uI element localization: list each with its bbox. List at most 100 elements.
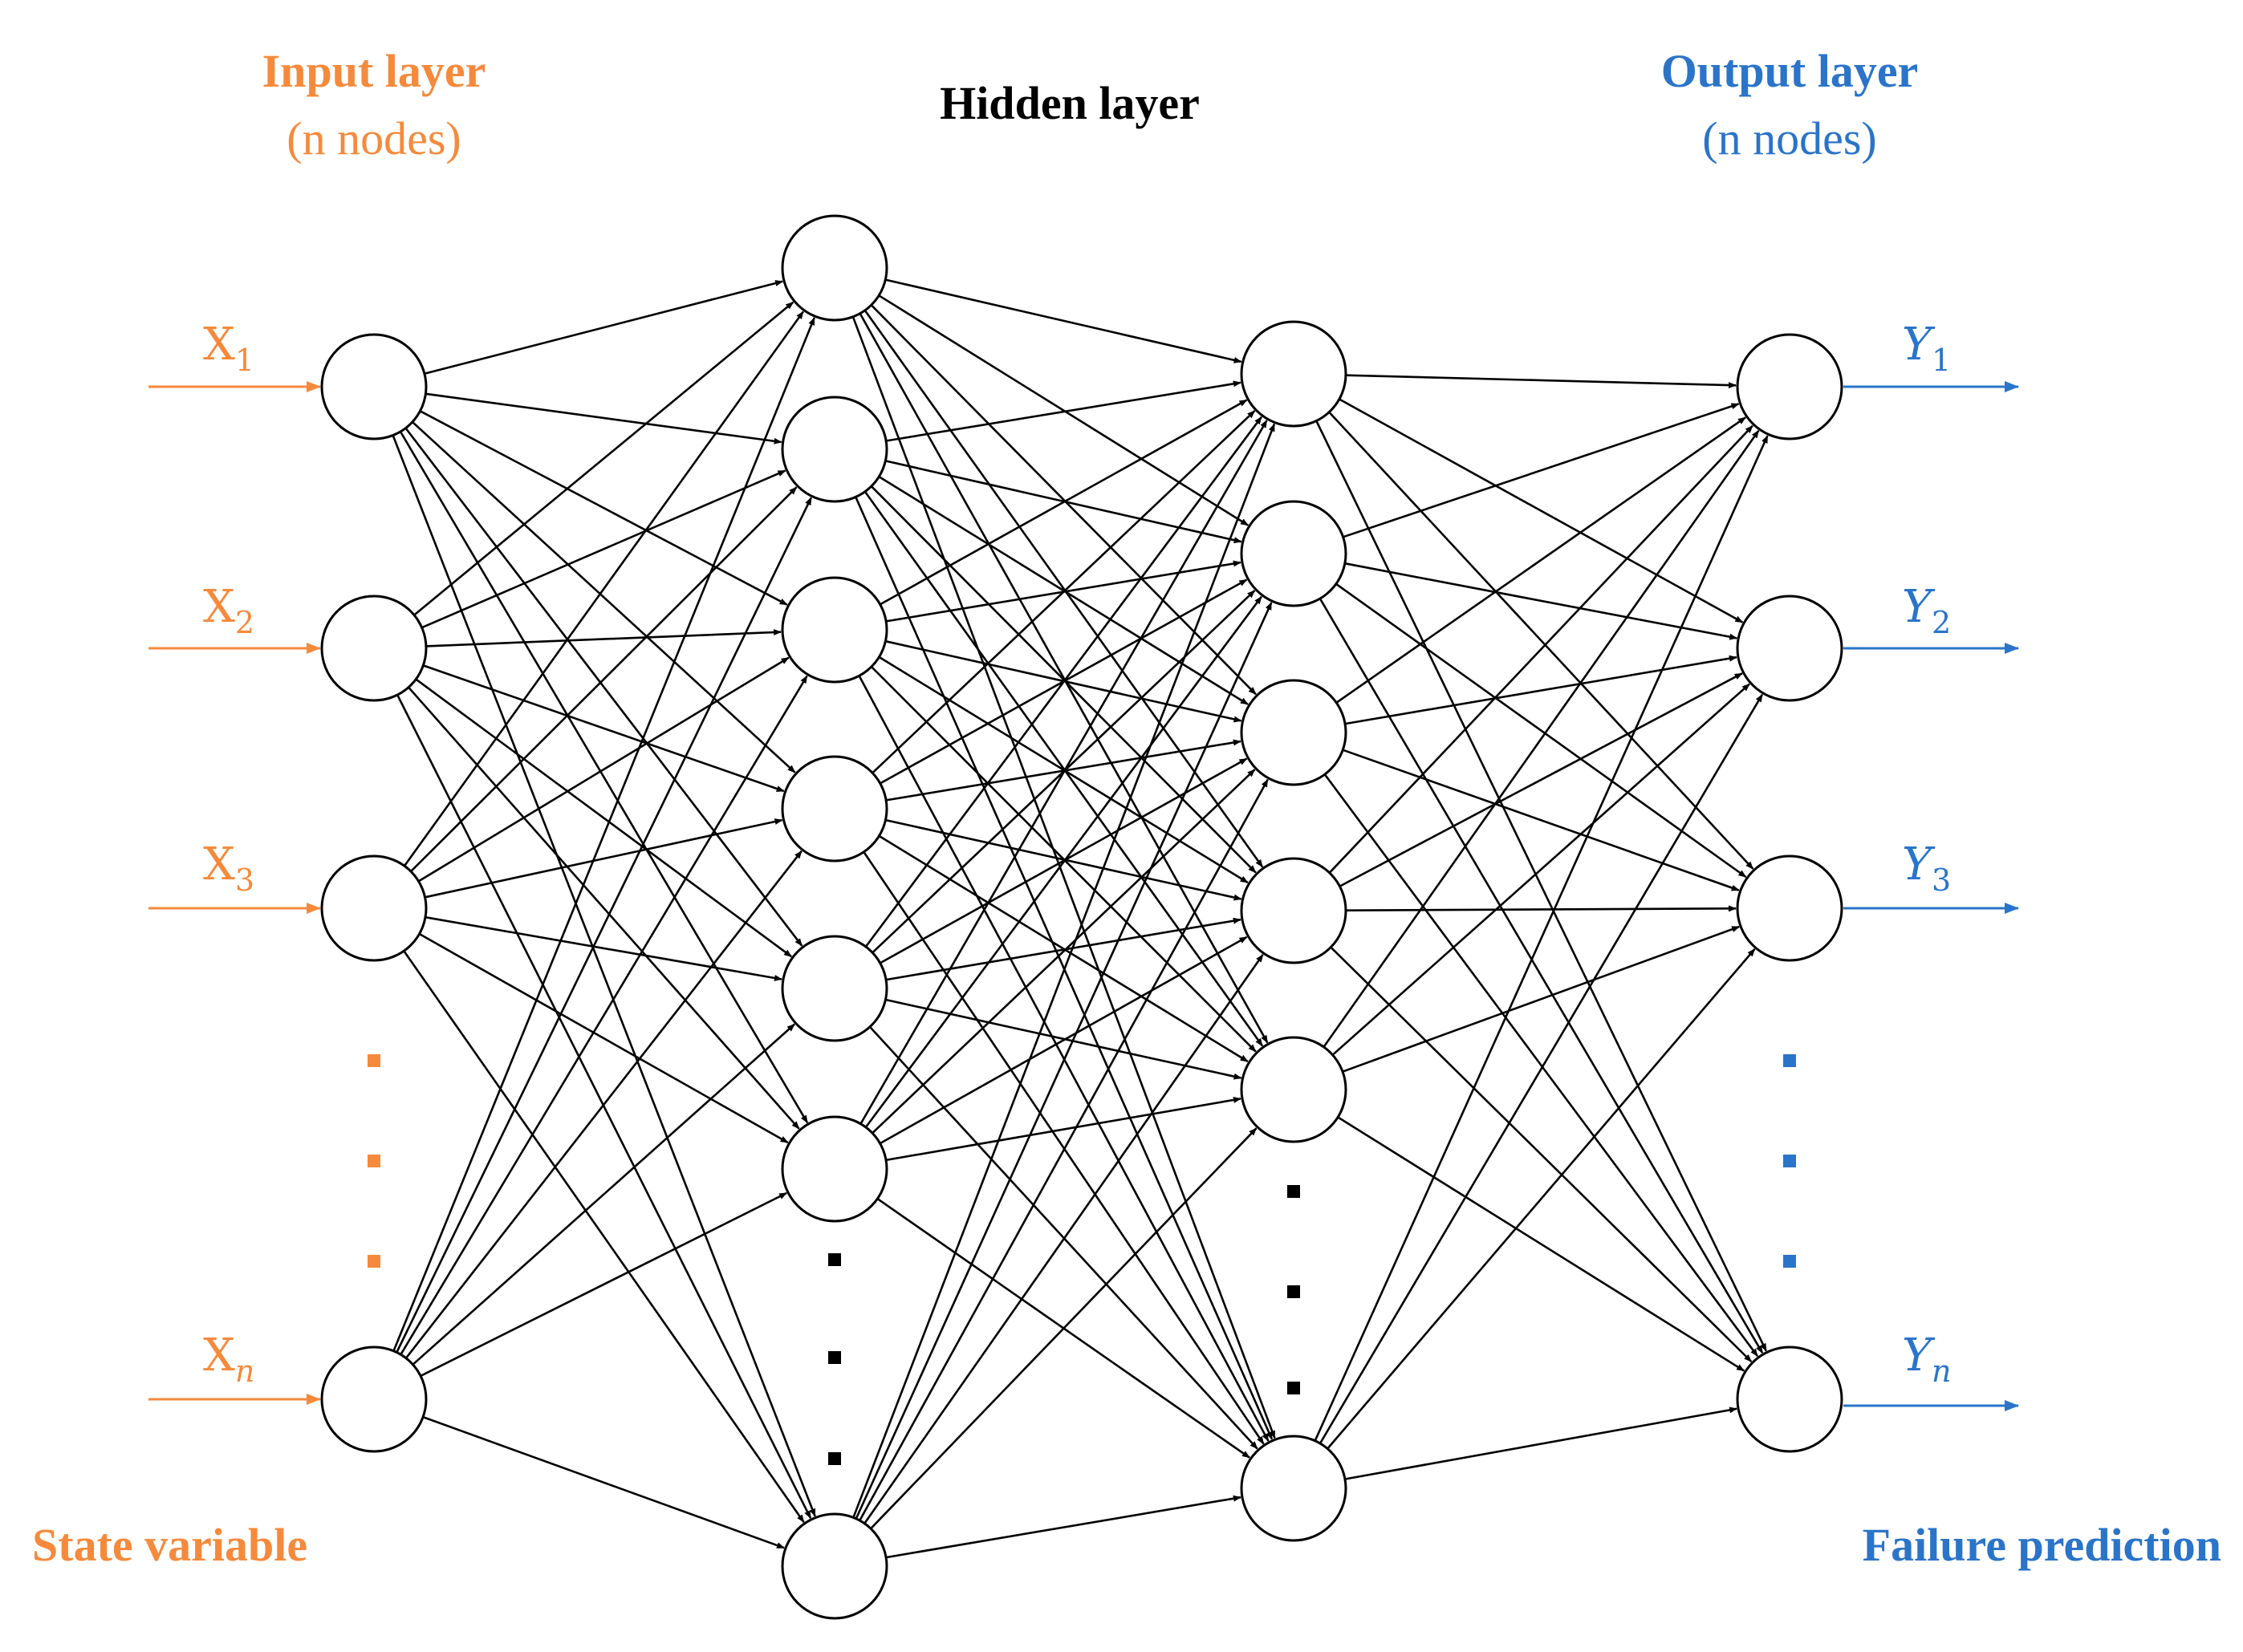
input-node-2: [320, 595, 428, 702]
edge-hidden2-4-to-output-2: [1339, 672, 1743, 887]
output-label-y1: Y1: [1902, 319, 1951, 378]
edge-input-4-to-hidden1-5: [412, 1023, 795, 1366]
edge-input-4-to-hidden1-1: [392, 317, 815, 1352]
edge-hidden1-1-to-hidden2-3: [870, 304, 1257, 696]
edge-hidden1-5-to-hidden2-5: [885, 998, 1242, 1080]
edge-hidden2-2-to-output-3: [1335, 582, 1747, 879]
edge-input-1-to-hidden1-3: [419, 410, 788, 606]
output-layer-subtitle: (n nodes): [1702, 112, 1876, 164]
edge-input-4-to-hidden1-7: [422, 1415, 785, 1549]
output-node-1: [1736, 333, 1843, 440]
hidden1-node-3: [781, 576, 888, 684]
edge-hidden2-4-to-output-4: [1330, 946, 1753, 1362]
edge-hidden1-6-to-hidden2-2: [864, 595, 1262, 1128]
output-node-4: [1736, 1346, 1843, 1453]
edge-hidden2-2-to-output-2: [1344, 562, 1738, 640]
input-label-x2: X2: [203, 581, 254, 640]
edge-input-1-to-hidden1-1: [424, 280, 784, 375]
edge-input-2-to-hidden1-4: [422, 664, 785, 793]
edge-input-2-to-hidden1-5: [415, 678, 792, 958]
hidden2-node-6: [1240, 1435, 1347, 1542]
output-label-y3: Y3: [1902, 838, 1951, 898]
edge-hidden2-5-to-output-2: [1331, 683, 1750, 1056]
edge-hidden2-5-to-output-3: [1342, 925, 1741, 1073]
edge-hidden2-3-to-output-4: [1323, 773, 1759, 1358]
edge-input-3-to-hidden1-4: [425, 818, 783, 899]
edge-input-3-to-hidden1-6: [418, 932, 789, 1144]
edge-input-1-to-hidden1-2: [425, 392, 782, 444]
edge-hidden1-7-to-hidden2-2: [855, 602, 1273, 1520]
edge-hidden1-5-to-hidden2-1: [864, 416, 1262, 948]
input-node-1: [320, 333, 428, 440]
edge-hidden1-2-to-hidden2-1: [885, 380, 1241, 442]
edge-input-1-to-hidden1-6: [399, 431, 809, 1124]
edge-input-4-to-hidden1-4: [404, 850, 803, 1359]
output-ellipsis-dot-3: [1783, 1255, 1796, 1268]
output-label-y2: Y2: [1902, 581, 1951, 640]
hidden-layer-title: Hidden layer: [940, 77, 1200, 129]
hidden2-node-4: [1240, 857, 1347, 964]
edge-input-1-to-hidden1-5: [404, 427, 803, 947]
hidden1-node-2: [781, 396, 888, 503]
edge-hidden1-6-to-hidden2-5: [885, 1096, 1241, 1162]
edge-hidden2-4-to-output-1: [1328, 424, 1753, 874]
hidden2-node-5: [1240, 1036, 1347, 1143]
edge-input-2-to-hidden1-6: [408, 686, 800, 1130]
edge-hidden1-6-to-hidden2-4: [879, 936, 1248, 1145]
edge-hidden1-7-to-hidden2-1: [852, 423, 1276, 1518]
edge-hidden1-4-to-hidden2-1: [872, 410, 1256, 774]
hidden2-node-2: [1240, 500, 1347, 607]
failure-prediction-label: Failure prediction: [1863, 1519, 2221, 1571]
edge-hidden2-2-to-output-4: [1319, 598, 1764, 1354]
edge-hidden1-2-to-hidden2-4: [870, 485, 1257, 874]
edge-input-3-to-hidden1-2: [410, 486, 798, 873]
edge-hidden1-7-to-hidden2-4: [863, 954, 1264, 1524]
input-label-xn: Xn: [203, 1329, 254, 1389]
edge-hidden2-5-to-output-1: [1323, 429, 1760, 1048]
edge-hidden1-7-to-hidden2-6: [885, 1495, 1241, 1559]
edge-hidden2-1-to-output-4: [1315, 420, 1767, 1352]
edge-hidden1-1-to-hidden2-4: [863, 310, 1264, 868]
output-arrows: [1843, 381, 2019, 1411]
edge-hidden2-4-to-output-3: [1345, 905, 1737, 912]
ellipsis-dots: [368, 1054, 1796, 1465]
edge-hidden2-3-to-output-1: [1335, 416, 1746, 704]
input-layer-title: Input layer: [262, 45, 486, 97]
edge-input-4-to-hidden1-6: [420, 1191, 787, 1378]
input-label-x1: X1: [203, 319, 254, 378]
state-variable-label: State variable: [32, 1519, 307, 1571]
edge-hidden1-5-to-hidden2-4: [885, 917, 1241, 981]
hidden1-node-1: [781, 214, 888, 322]
edge-hidden2-3-to-output-3: [1342, 749, 1740, 891]
hidden1-node-6: [781, 1115, 888, 1223]
edge-hidden2-1-to-output-3: [1328, 411, 1754, 870]
output-ellipsis-dot-1: [1783, 1054, 1796, 1067]
edge-hidden2-6-to-output-1: [1314, 435, 1769, 1442]
edge-hidden2-5-to-output-4: [1337, 1116, 1745, 1372]
edge-hidden1-6-to-hidden2-3: [872, 769, 1256, 1134]
hidden2-node-1: [1240, 320, 1347, 428]
edge-input-3-to-hidden1-5: [425, 915, 782, 981]
edge-input-3-to-hidden1-1: [403, 311, 804, 867]
hidden2-node-3: [1240, 679, 1347, 786]
edge-input-2-to-hidden1-1: [413, 301, 794, 616]
edge-hidden1-4-to-hidden2-4: [885, 818, 1242, 901]
edge-hidden2-6-to-output-2: [1319, 693, 1764, 1444]
edge-hidden1-6-to-hidden2-1: [859, 420, 1268, 1125]
edge-hidden1-3-to-hidden2-1: [880, 399, 1248, 606]
edge-hidden1-4-to-hidden2-6: [863, 851, 1265, 1445]
output-node-2: [1736, 595, 1843, 702]
edge-input-3-to-hidden1-7: [403, 950, 805, 1523]
input-label-x3: X3: [203, 838, 254, 898]
output-ellipsis-dot-2: [1783, 1155, 1796, 1167]
output-node-3: [1736, 854, 1843, 962]
input-ellipsis-dot-1: [368, 1054, 380, 1067]
network-nodes: [320, 214, 1843, 1620]
edge-input-4-to-hidden1-3: [400, 675, 808, 1355]
edge-input-2-to-hidden1-3: [425, 629, 782, 647]
edge-hidden1-7-to-hidden2-3: [859, 778, 1269, 1521]
edge-input-1-to-hidden1-7: [392, 435, 816, 1517]
input-arrows: [148, 381, 321, 1405]
hidden2-ellipsis-dot-2: [1287, 1285, 1300, 1298]
